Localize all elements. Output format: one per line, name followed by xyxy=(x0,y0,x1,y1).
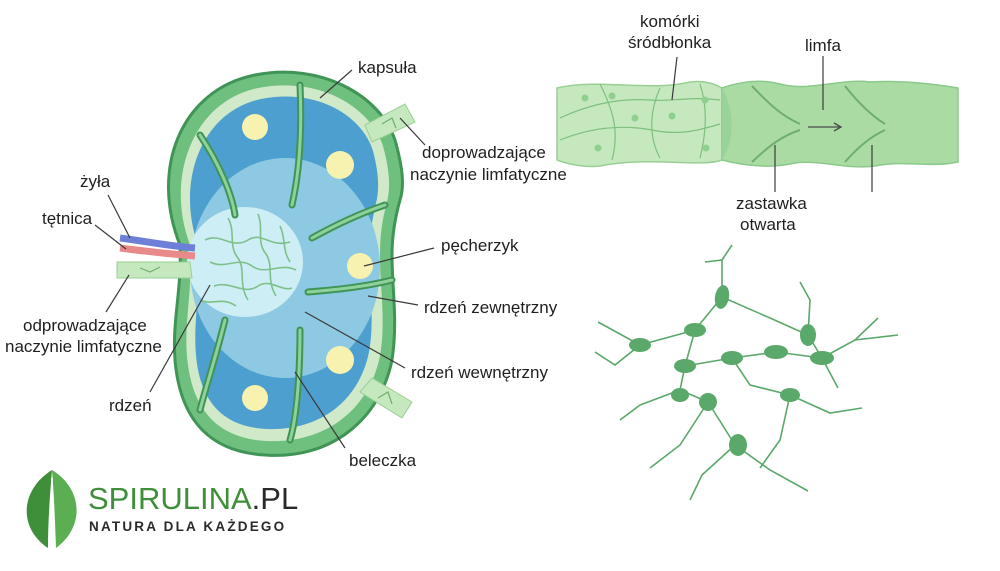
label-capsule: kapsuła xyxy=(358,58,417,77)
label-endothelial-1: komórki xyxy=(640,12,700,31)
label-lymph: limfa xyxy=(805,36,841,55)
network-node xyxy=(714,285,730,309)
vessel-segment-left xyxy=(556,80,723,168)
label-afferent-1: doprowadzające xyxy=(422,143,546,162)
follicle xyxy=(326,346,354,374)
logo-tagline: NATURA DLA KAŻDEGO xyxy=(89,519,286,534)
network-node xyxy=(684,323,706,337)
follicle xyxy=(326,151,354,179)
network-node xyxy=(810,351,834,365)
follicle xyxy=(242,385,268,411)
brand-logo: SPIRULINA.PL NATURA DLA KAŻDEGO xyxy=(26,470,298,548)
labels: kapsuła doprowadzające naczynie limfatyc… xyxy=(5,12,841,470)
afferent-vessel-top xyxy=(364,103,416,143)
logo-suffix: .PL xyxy=(252,481,299,516)
lymph-node xyxy=(116,70,416,457)
label-trabecula: beleczka xyxy=(349,451,417,470)
label-outer-cortex: rdzeń zewnętrzny xyxy=(424,298,558,317)
follicle xyxy=(242,114,268,140)
vein xyxy=(119,234,196,252)
network-node xyxy=(764,345,788,359)
logo-wordmark: SPIRULINA.PL xyxy=(88,481,298,516)
label-valve-2: otwarta xyxy=(740,215,796,234)
lymph-vessel xyxy=(556,80,959,168)
vessel-segment-right xyxy=(721,80,959,168)
label-follicle: pęcherzyk xyxy=(441,236,519,255)
lymph-capillary-network xyxy=(594,244,899,501)
network-node xyxy=(671,388,689,402)
label-inner-cortex: rdzeń wewnętrzny xyxy=(411,363,549,382)
label-artery: tętnica xyxy=(42,209,93,228)
network-node xyxy=(629,338,651,352)
network-node xyxy=(721,351,743,365)
network-node xyxy=(729,434,747,456)
network-node xyxy=(674,359,696,373)
label-afferent-2: naczynie limfatyczne xyxy=(410,165,567,184)
network-node xyxy=(780,388,800,402)
network-node xyxy=(800,324,816,346)
leader-lines xyxy=(94,56,873,449)
logo-name: SPIRULINA xyxy=(88,481,252,516)
label-endothelial-2: śródbłonka xyxy=(628,33,712,52)
label-vein: żyła xyxy=(80,172,111,191)
leaf-icon xyxy=(26,470,77,548)
follicles xyxy=(242,114,373,411)
medullary-cords xyxy=(199,213,297,307)
label-efferent-1: odprowadzające xyxy=(23,316,147,335)
network-node xyxy=(699,393,717,411)
afferent-vessel-bottom xyxy=(359,377,413,419)
artery xyxy=(119,244,196,260)
label-efferent-2: naczynie limfatyczne xyxy=(5,337,162,356)
follicle xyxy=(347,253,373,279)
label-valve-1: zastawka xyxy=(736,194,807,213)
label-medulla: rdzeń xyxy=(109,396,152,415)
